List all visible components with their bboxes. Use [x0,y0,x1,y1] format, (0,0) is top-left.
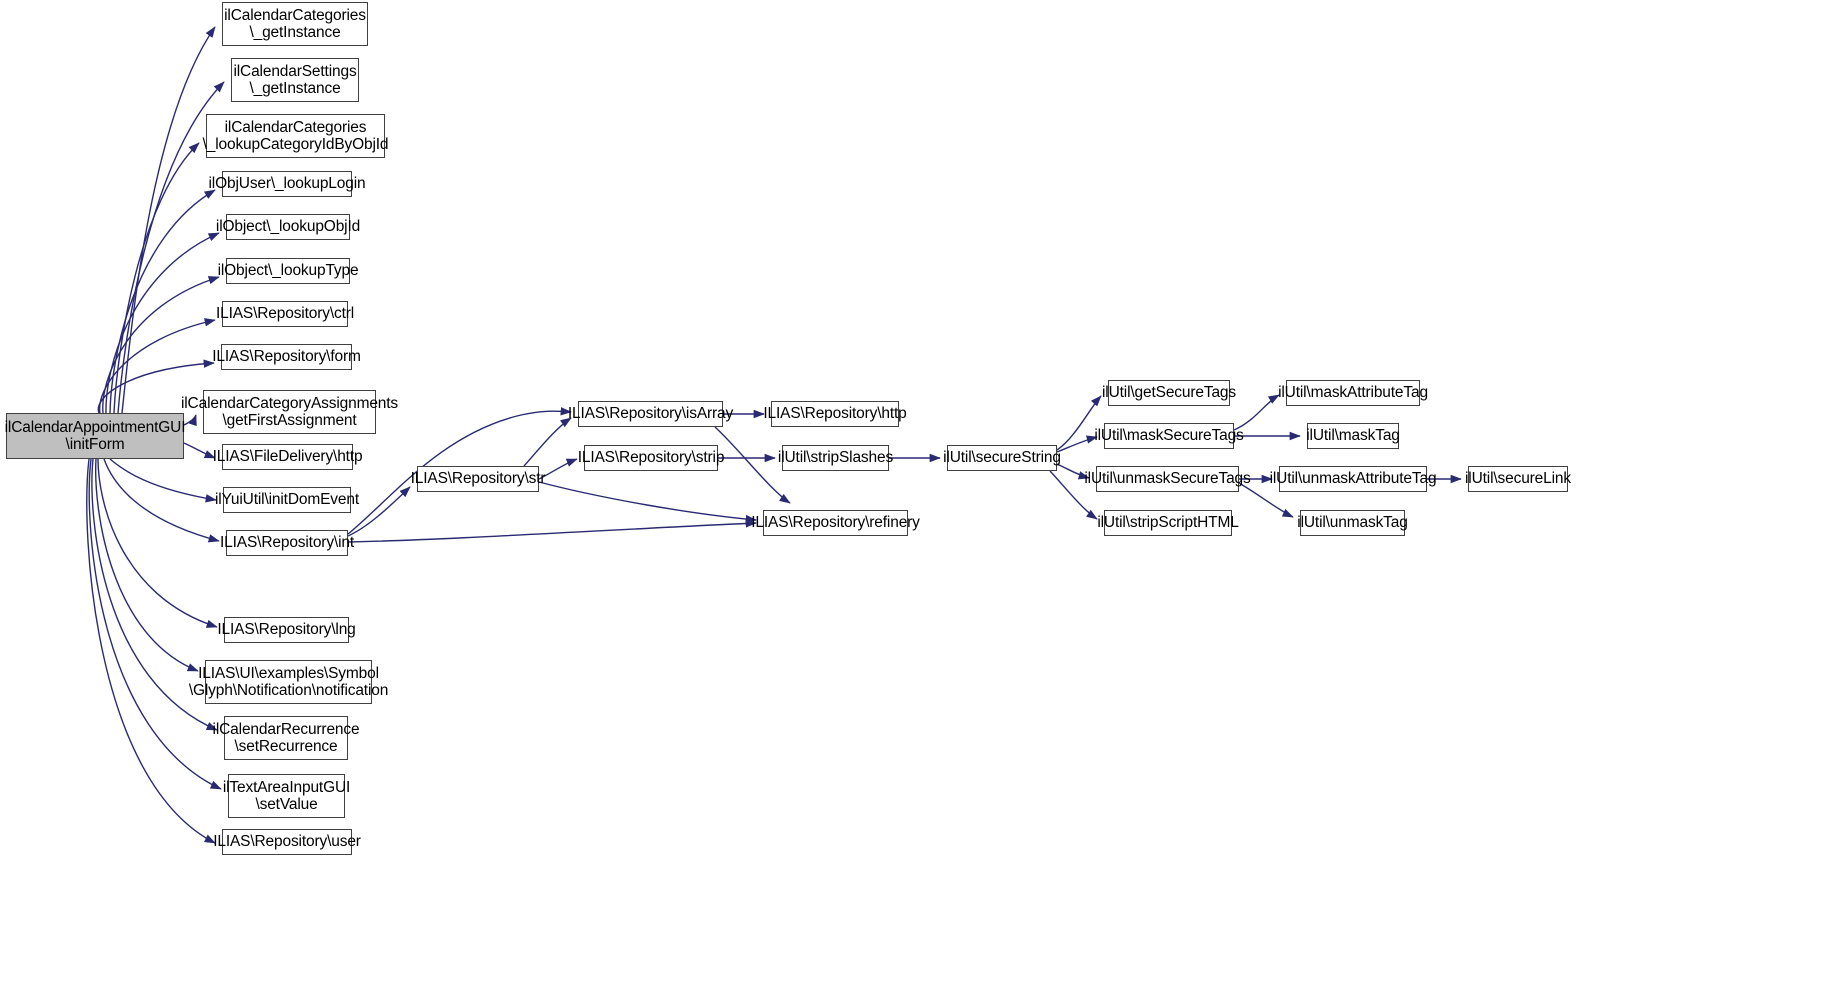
graph-edge-root-to-textarea [88,458,222,790]
graph-edge-root-to-object_objid [105,232,220,414]
graph-node-label: ilCalendarCategoryAssignments \getFirstA… [180,394,399,429]
graph-node-label: ilUtil\stripSlashes [777,449,894,467]
graph-node-recurrence[interactable]: ilCalendarRecurrence \setRecurrence [213,716,360,760]
graph-node-label: ilUtil\secureString [943,449,1061,467]
graph-node-label: ILIAS\Repository\refinery [751,514,920,532]
graph-node-label: ilCalendarRecurrence \setRecurrence [212,720,360,755]
graph-node-label: ILIAS\Repository\http [763,405,907,423]
graph-node-label: ILIAS\Repository\form [212,348,361,366]
graph-edge-root-to-yui_dom [109,458,217,503]
graph-node-repo_int[interactable]: ILIAS\Repository\int [220,530,354,556]
graph-node-label: ilTextAreaInputGUI \setValue [222,778,351,813]
graph-node-repo_http[interactable]: ILIAS\Repository\http [763,401,907,427]
graph-node-label: ilObject\_lookupObjId [215,218,361,236]
graph-node-label: ilUtil\maskTag [1306,427,1400,445]
graph-node-root[interactable]: ilCalendarAppointmentGUI \initForm [5,413,186,459]
graph-node-label: ilCalendarCategories \_lookupCategoryIdB… [202,118,389,153]
graph-node-calset_inst[interactable]: ilCalendarSettings \_getInstance [231,58,359,102]
graph-edge-root-to-repo_lng [97,458,218,628]
graph-node-label: ilObject\_lookupType [217,262,359,280]
graph-node-label: ILIAS\Repository\str [410,470,546,488]
graph-node-object_type[interactable]: ilObject\_lookupType [218,258,359,284]
graph-node-calcat_lookup[interactable]: ilCalendarCategories \_lookupCategoryIdB… [203,114,389,158]
graph-node-yui_dom[interactable]: ilYuiUtil\initDomEvent [215,487,359,513]
graph-node-label: ilUtil\secureLink [1465,470,1571,488]
graph-edge-root-to-calcat_lookup [113,142,200,414]
graph-node-label: ILIAS\Repository\int [220,534,354,552]
graph-node-label: ilCalendarCategories \_getInstance [224,6,366,41]
graph-node-repo_refinery[interactable]: ILIAS\Repository\refinery [751,510,920,536]
graph-node-label: ilObjUser\_lookupLogin [208,175,366,193]
graph-edge-repo_int-to-repo_refinery [347,519,757,543]
graph-node-repo_form[interactable]: ILIAS\Repository\form [212,344,361,370]
graph-node-label: ILIAS\UI\examples\Symbol \Glyph\Notifica… [188,664,389,699]
graph-edge-root-to-repo_int [103,458,220,543]
graph-node-label: ilUtil\maskSecureTags [1094,427,1244,445]
graph-node-label: ilUtil\unmaskSecureTags [1084,470,1251,488]
graph-node-label: ILIAS\Repository\user [213,833,361,851]
graph-edge-masksecure-to-maskattr [1233,394,1280,431]
graph-node-securestring[interactable]: ilUtil\secureString [943,445,1061,471]
graph-edge-root-to-repo_user [86,458,216,844]
graph-node-label: ILIAS\Repository\lng [217,621,356,639]
graph-node-repo_user[interactable]: ILIAS\Repository\user [213,829,361,855]
graph-node-label: ilUtil\unmaskAttributeTag [1269,470,1437,488]
graph-node-masktag[interactable]: ilUtil\maskTag [1306,423,1400,449]
graph-node-label: ILIAS\Repository\isArray [567,405,734,423]
graph-node-label: ilYuiUtil\initDomEvent [215,491,360,509]
graph-node-object_objid[interactable]: ilObject\_lookupObjId [216,214,360,240]
graph-edge-repo_str-to-repo_isarray [523,417,572,467]
graph-node-filedel_http[interactable]: ILIAS\FileDelivery\http [213,444,363,470]
graph-edge-root-to-objuser_login [109,189,216,414]
graph-node-repo_ctrl[interactable]: ILIAS\Repository\ctrl [216,301,354,327]
graph-node-label: ilUtil\stripScriptHTML [1097,514,1239,532]
graph-node-maskattr[interactable]: ilUtil\maskAttributeTag [1278,380,1428,406]
graph-node-calcat_inst[interactable]: ilCalendarCategories \_getInstance [222,2,368,46]
graph-node-getsecuretags[interactable]: ilUtil\getSecureTags [1102,380,1236,406]
graph-node-catassign[interactable]: ilCalendarCategoryAssignments \getFirstA… [181,390,398,434]
graph-node-unmasksecure[interactable]: ilUtil\unmaskSecureTags [1084,466,1251,492]
graph-node-label: ilUtil\getSecureTags [1102,384,1236,402]
graph-node-label: ILIAS\Repository\ctrl [215,305,355,323]
graph-node-securelink[interactable]: ilUtil\secureLink [1465,466,1571,492]
graph-node-repo_strip[interactable]: ILIAS\Repository\strip [578,445,724,471]
graph-node-unmasktag[interactable]: ilUtil\unmaskTag [1297,510,1408,536]
graph-node-repo_lng[interactable]: ILIAS\Repository\lng [217,617,356,643]
graph-node-unmaskattr[interactable]: ilUtil\unmaskAttributeTag [1270,466,1437,492]
graph-edge-root-to-calcat_inst [121,26,216,414]
graph-node-label: ilUtil\unmaskTag [1297,514,1408,532]
graph-node-objuser_login[interactable]: ilObjUser\_lookupLogin [209,171,366,197]
graph-edge-root-to-ui_notif [94,458,199,672]
graph-node-repo_isarray[interactable]: ILIAS\Repository\isArray [568,401,733,427]
graph-node-label: ILIAS\Repository\strip [577,449,725,467]
graph-node-textarea[interactable]: ilTextAreaInputGUI \setValue [223,774,350,818]
graph-node-label: ilUtil\maskAttributeTag [1278,384,1428,402]
graph-node-ui_notif[interactable]: ILIAS\UI\examples\Symbol \Glyph\Notifica… [189,660,388,704]
graph-node-repo_str[interactable]: ILIAS\Repository\str [411,466,546,492]
graph-node-stripscript[interactable]: ilUtil\stripScriptHTML [1097,510,1239,536]
graph-node-label: ILIAS\FileDelivery\http [212,448,363,466]
graph-node-masksecure[interactable]: ilUtil\maskSecureTags [1094,423,1244,449]
graph-node-label: ilCalendarAppointmentGUI \initForm [4,418,186,453]
graph-node-stripslashes[interactable]: ilUtil\stripSlashes [778,445,893,471]
graph-node-label: ilCalendarSettings \_getInstance [233,62,357,97]
graph-edge-root-to-object_type [102,276,220,414]
graph-edge-repo_str-to-repo_refinery [538,481,757,524]
